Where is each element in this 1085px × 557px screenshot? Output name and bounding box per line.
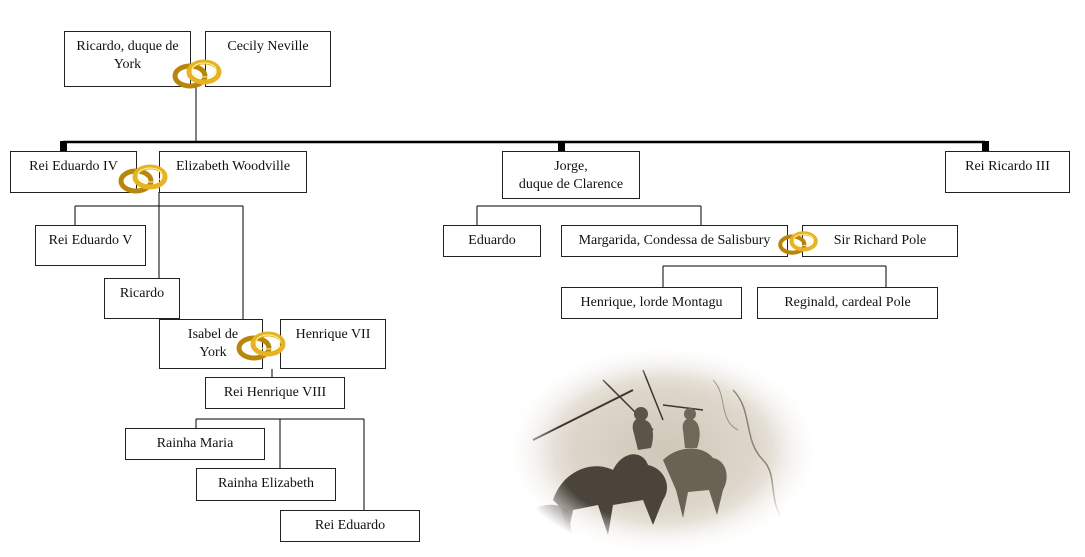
node-margarida-condessa-de-salisbury: Margarida, Condessa de Salisbury: [561, 225, 788, 257]
node-rei-ricardo-iii: Rei Ricardo III: [945, 151, 1070, 193]
node-jorge-duque-de-clarence: Jorge, duque de Clarence: [502, 151, 640, 199]
node-sir-richard-pole: Sir Richard Pole: [802, 225, 958, 257]
node-henrique-lorde-montagu: Henrique, lorde Montagu: [561, 287, 742, 319]
node-cecily-neville: Cecily Neville: [205, 31, 331, 87]
node-rainha-maria: Rainha Maria: [125, 428, 265, 460]
node-rei-henrique-viii: Rei Henrique VIII: [205, 377, 345, 409]
wedding-rings-icon: [778, 231, 818, 255]
node-ricardo-duque-de-york: Ricardo, duque de York: [64, 31, 191, 87]
wedding-rings-icon: [118, 164, 168, 194]
node-elizabeth-woodville: Elizabeth Woodville: [159, 151, 307, 193]
node-reginald-cardeal-pole: Reginald, cardeal Pole: [757, 287, 938, 319]
node-rei-eduardo-v: Rei Eduardo V: [35, 225, 146, 266]
node-eduardo: Eduardo: [443, 225, 541, 257]
node-isabel-de-york: Isabel de York: [159, 319, 263, 369]
node-rei-eduardo: Rei Eduardo: [280, 510, 420, 542]
wedding-rings-icon: [236, 331, 286, 361]
jorge-line-1: Jorge,: [554, 159, 588, 174]
node-ricardo: Ricardo: [104, 278, 180, 319]
node-rei-eduardo-iv: Rei Eduardo IV: [10, 151, 137, 193]
battle-illustration: [513, 350, 813, 550]
node-henrique-vii: Henrique VII: [280, 319, 386, 369]
jorge-line-2: duque de Clarence: [518, 177, 624, 192]
node-rainha-elizabeth: Rainha Elizabeth: [196, 468, 336, 501]
wedding-rings-icon: [172, 59, 222, 89]
